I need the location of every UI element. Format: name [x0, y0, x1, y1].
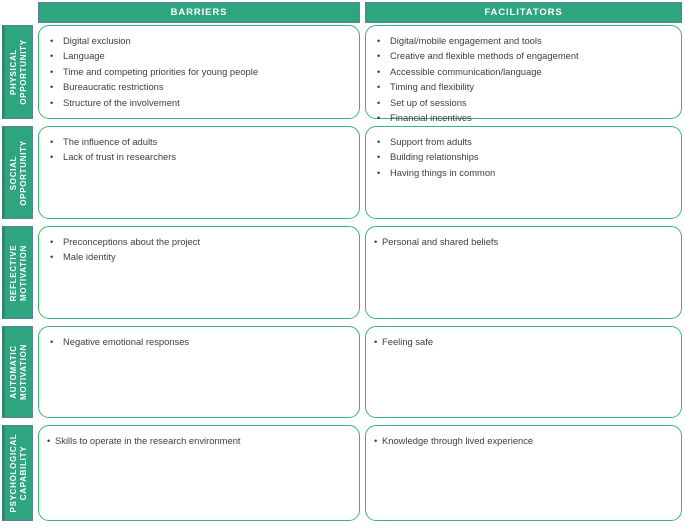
cell-physical-opportunity-facilitators: Digital/mobile engagement and toolsCreat…: [365, 25, 682, 126]
row-label-line: OPPORTUNITY: [18, 139, 28, 206]
bullet-item: Negative emotional responses: [47, 334, 351, 350]
row-label-line: OPPORTUNITY: [18, 39, 28, 105]
bullet-item: Support from adults: [374, 134, 673, 150]
cell-reflective-motivation-facilitators: Personal and shared beliefs: [365, 226, 682, 319]
row-label-line: AUTOMATIC: [8, 345, 18, 399]
bullet-item: Time and competing priorities for young …: [47, 64, 351, 80]
row-label-line: MOTIVATION: [18, 244, 28, 301]
bullet-item: Creative and flexible methods of engagem…: [374, 48, 673, 64]
bullet-item: Feeling safe: [374, 334, 673, 350]
bullet-list-barriers: The influence of adultsLack of trust in …: [47, 134, 351, 165]
bullet-list-facilitators: Feeling safe: [374, 334, 673, 350]
cell-psychological-capability-facilitators: Knowledge through lived experience: [365, 425, 682, 521]
bullet-item: Personal and shared beliefs: [374, 234, 673, 250]
bullet-item: Digital exclusion: [47, 33, 351, 49]
row-label-line: REFLECTIVE: [8, 244, 18, 301]
row-label-line: SOCIAL: [8, 155, 18, 190]
cell-physical-opportunity-barriers: Digital exclusionLanguageTime and compet…: [38, 25, 360, 119]
bullet-list-barriers: Skills to operate in the research enviro…: [47, 433, 351, 449]
cell-social-opportunity-facilitators: Support from adultsBuilding relationship…: [365, 126, 682, 219]
bullet-item: Lack of trust in researchers: [47, 149, 351, 165]
row-label-line: PSYCHOLOGICAL: [8, 433, 18, 513]
bullet-item: Digital/mobile engagement and tools: [374, 33, 673, 49]
bullet-list-facilitators: Support from adultsBuilding relationship…: [374, 134, 673, 181]
bullet-list-facilitators: Knowledge through lived experience: [374, 433, 673, 449]
bullet-item: Building relationships: [374, 149, 673, 165]
bullet-item: Language: [47, 48, 351, 64]
bullet-item: Male identity: [47, 249, 351, 265]
bullet-list-barriers: Negative emotional responses: [47, 334, 351, 350]
column-header-facilitators: FACILITATORS: [365, 2, 682, 23]
bullet-item: Knowledge through lived experience: [374, 433, 673, 449]
bullet-item: Set up of sessions: [374, 95, 673, 111]
row-label-line: PHYSICAL: [8, 48, 18, 96]
cell-social-opportunity-barriers: The influence of adultsLack of trust in …: [38, 126, 360, 219]
row-label-line: MOTIVATION: [18, 343, 28, 401]
bullet-item: Skills to operate in the research enviro…: [47, 433, 351, 449]
bullet-item: Financial incentives: [374, 110, 673, 126]
bullet-list-facilitators: Personal and shared beliefs: [374, 234, 673, 250]
cell-automatic-motivation-barriers: Negative emotional responses: [38, 326, 360, 418]
bullet-item: Timing and flexibility: [374, 79, 673, 95]
bullet-item: The influence of adults: [47, 134, 351, 150]
bullet-list-barriers: Preconceptions about the projectMale ide…: [47, 234, 351, 265]
cell-reflective-motivation-barriers: Preconceptions about the projectMale ide…: [38, 226, 360, 319]
bullet-list-facilitators: Digital/mobile engagement and toolsCreat…: [374, 33, 673, 126]
row-label-line: CAPABILITY: [18, 445, 28, 501]
bullet-list-barriers: Digital exclusionLanguageTime and compet…: [47, 33, 351, 110]
cell-automatic-motivation-facilitators: Feeling safe: [365, 326, 682, 418]
column-header-barriers: BARRIERS: [38, 2, 360, 23]
bullet-item: Having things in common: [374, 165, 673, 181]
bullet-item: Structure of the involvement: [47, 95, 351, 111]
bullet-item: Bureaucratic restrictions: [47, 79, 351, 95]
bullet-item: Preconceptions about the project: [47, 234, 351, 250]
matrix-rows: PHYSICALOPPORTUNITYDigital exclusionLang…: [0, 25, 685, 528]
cell-psychological-capability-barriers: Skills to operate in the research enviro…: [38, 425, 360, 521]
bullet-item: Accessible communication/language: [374, 64, 673, 80]
column-header-row: BARRIERS FACILITATORS: [0, 2, 685, 23]
